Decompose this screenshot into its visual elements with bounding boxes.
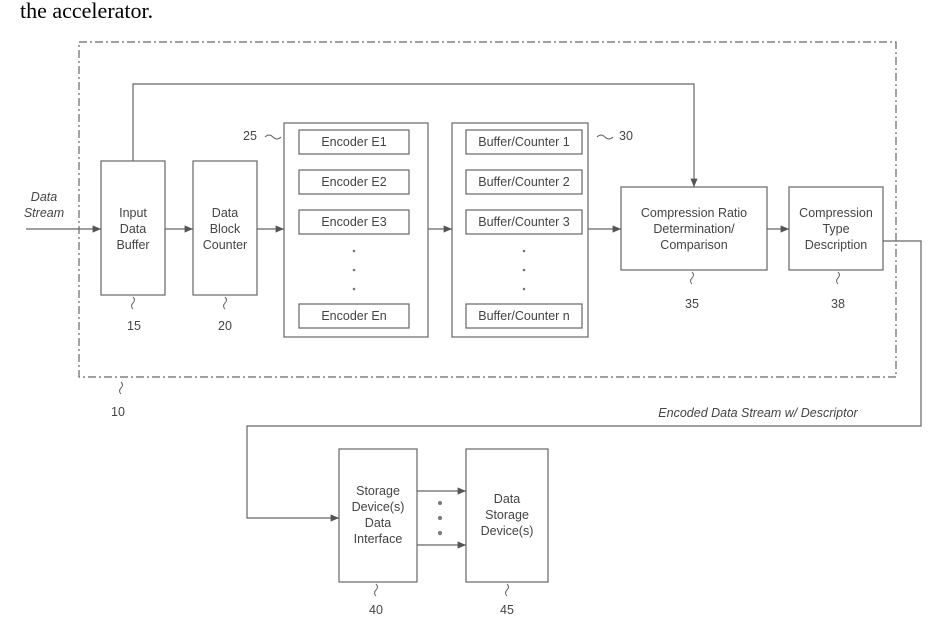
enc3-label: Encoder E3: [299, 214, 409, 230]
buf2-label: Buffer/Counter 2: [466, 174, 582, 190]
ref-38: 38: [826, 296, 850, 312]
ref-40: 40: [364, 602, 388, 618]
encoder-group-box: [284, 123, 428, 337]
buf3-label: Buffer/Counter 3: [466, 214, 582, 230]
encoded-stream-label: Encoded Data Stream w/ Descriptor: [638, 405, 878, 421]
block-counter-label: DataBlockCounter: [193, 205, 257, 253]
storage-dev-label: DataStorageDevice(s): [466, 491, 548, 539]
ref-20: 20: [213, 318, 237, 334]
ratio-label: Compression RatioDetermination/Compariso…: [621, 205, 767, 253]
encn-label: Encoder En: [299, 308, 409, 324]
buffer-group-box: [452, 123, 588, 337]
storage-iface-label: StorageDevice(s)DataInterface: [339, 483, 417, 547]
ref-25: 25: [238, 128, 262, 144]
ref-45: 45: [495, 602, 519, 618]
enc2-label: Encoder E2: [299, 174, 409, 190]
input-buffer-label: InputDataBuffer: [101, 205, 165, 253]
data-stream-label: DataStream: [14, 189, 74, 221]
ref-30: 30: [614, 128, 638, 144]
ref-15: 15: [122, 318, 146, 334]
buf1-label: Buffer/Counter 1: [466, 134, 582, 150]
enc1-label: Encoder E1: [299, 134, 409, 150]
ref-35: 35: [680, 296, 704, 312]
ref-10: 10: [106, 404, 130, 420]
bufn-label: Buffer/Counter n: [466, 308, 582, 324]
type-desc-label: CompressionTypeDescription: [789, 205, 883, 253]
